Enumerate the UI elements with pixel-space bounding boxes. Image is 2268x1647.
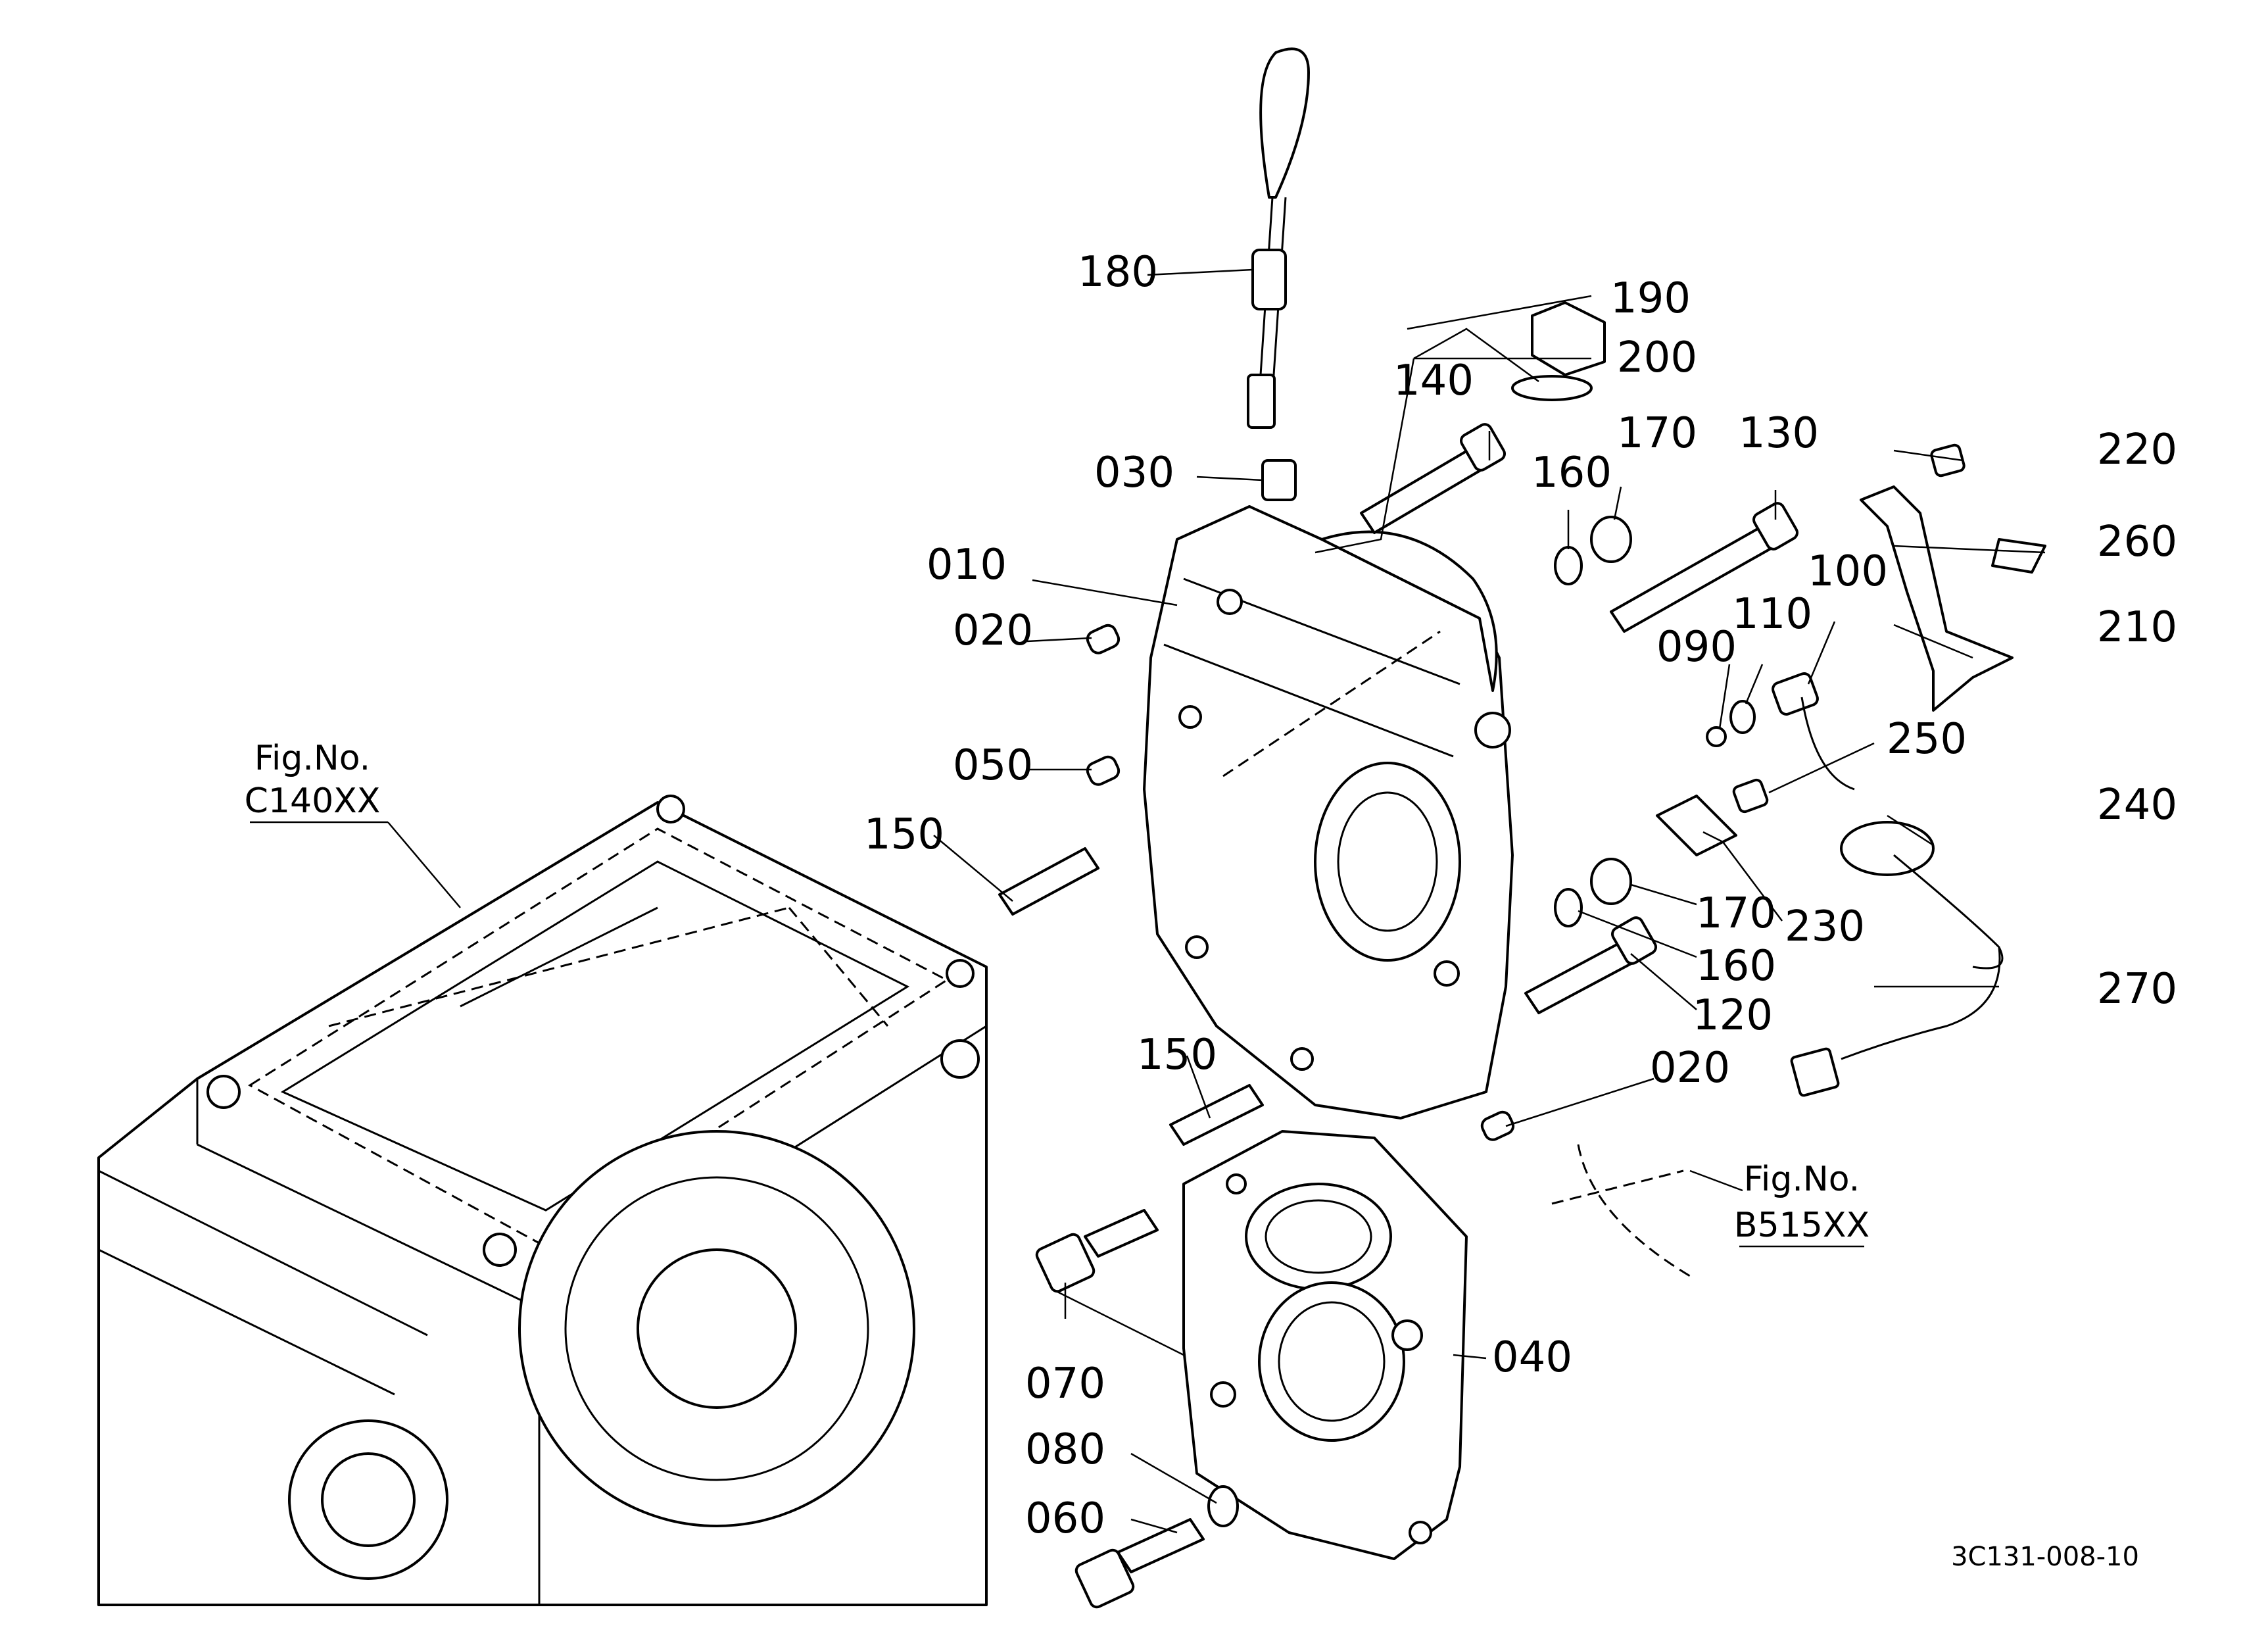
nut-170-lower — [1590, 858, 1632, 905]
callout-250: 250 — [1887, 715, 1967, 764]
callout-080: 080 — [1025, 1425, 1105, 1474]
dipstick-180 — [1247, 47, 1310, 429]
callout-060: 060 — [1025, 1494, 1105, 1543]
callout-050: 050 — [953, 741, 1033, 790]
bolt-130 — [1610, 502, 1798, 633]
nut-170-upper — [1590, 516, 1632, 563]
callout-200: 200 — [1617, 333, 1697, 382]
callout-270: 270 — [2097, 965, 2177, 1014]
callout-260: 260 — [2097, 518, 2177, 566]
callout-160-upper: 160 — [1532, 449, 1612, 497]
figure-ref-c140-title: Fig.No. — [254, 739, 370, 778]
washer-110 — [1729, 700, 1756, 734]
harness-240 — [1840, 821, 2004, 970]
callout-labels: 010 020 020 030 040 050 060 070 080 090 … — [864, 248, 2177, 1543]
bracket-210 — [1860, 485, 2014, 712]
ball-090 — [1706, 726, 1727, 747]
callout-190: 190 — [1610, 274, 1691, 323]
callout-150-lower: 150 — [1137, 1031, 1217, 1079]
figure-ref-b515: Fig.No. B515XX — [1734, 1160, 1870, 1248]
switch-100 — [1772, 672, 1855, 791]
bushing-030 — [1261, 459, 1297, 501]
pin-020-lower — [1480, 1110, 1515, 1141]
stud-150-lower — [1169, 1084, 1264, 1146]
bolt-120 — [1524, 916, 1657, 1014]
callout-070: 070 — [1025, 1360, 1105, 1408]
bolt-070 — [1035, 1209, 1159, 1293]
callout-140: 140 — [1393, 356, 1474, 405]
washer-160-upper — [1554, 546, 1583, 585]
bolt-250 — [1732, 778, 1769, 814]
bolt-220 — [1930, 443, 1966, 478]
callout-170-upper: 170 — [1617, 409, 1697, 458]
figure-ref-c140: Fig.No. C140XX — [245, 739, 388, 823]
callout-240: 240 — [2097, 781, 2177, 829]
callout-010: 010 — [927, 541, 1007, 589]
plate-230 — [1656, 795, 1737, 856]
front-cover-040 — [1182, 1130, 1468, 1560]
callout-030: 030 — [1094, 449, 1174, 497]
callout-180: 180 — [1078, 248, 1158, 297]
callout-020-lower: 020 — [1650, 1044, 1730, 1093]
stud-150-upper — [998, 847, 1099, 916]
filler-cap-190 — [1511, 301, 1606, 401]
pin-050 — [1086, 755, 1121, 786]
callout-170-lower: 170 — [1696, 889, 1776, 938]
callout-210: 210 — [2097, 603, 2177, 652]
callout-100: 100 — [1808, 547, 1888, 596]
figure-ref-b515-code: B515XX — [1734, 1206, 1870, 1245]
callout-150-upper: 150 — [864, 810, 944, 859]
bolt-060 — [1074, 1518, 1205, 1609]
front-housing-010 — [1143, 505, 1514, 1119]
washer-080 — [1207, 1485, 1239, 1527]
callout-230: 230 — [1785, 902, 1865, 951]
transmission-case — [97, 795, 988, 1606]
leader-lines — [387, 268, 2046, 1534]
callout-120: 120 — [1693, 991, 1773, 1040]
callout-220: 220 — [2097, 426, 2177, 474]
callout-090: 090 — [1656, 623, 1737, 672]
callout-040: 040 — [1492, 1333, 1572, 1382]
callout-160-lower: 160 — [1696, 942, 1776, 991]
clip-260 — [1991, 538, 2046, 574]
b515-reference-outline — [1577, 1144, 1691, 1277]
drawing-code: 3C131-008-10 — [1951, 1542, 2139, 1572]
bolt-140 — [1360, 423, 1506, 534]
callout-110: 110 — [1732, 590, 1812, 639]
callout-130: 130 — [1739, 409, 1819, 458]
figure-ref-b515-title: Fig.No. — [1744, 1160, 1860, 1199]
pin-020-upper — [1086, 624, 1121, 654]
callout-020-upper: 020 — [953, 606, 1033, 655]
wire-270 — [1790, 946, 2001, 1097]
washer-160-lower — [1554, 888, 1583, 927]
figure-ref-c140-code: C140XX — [245, 781, 381, 821]
